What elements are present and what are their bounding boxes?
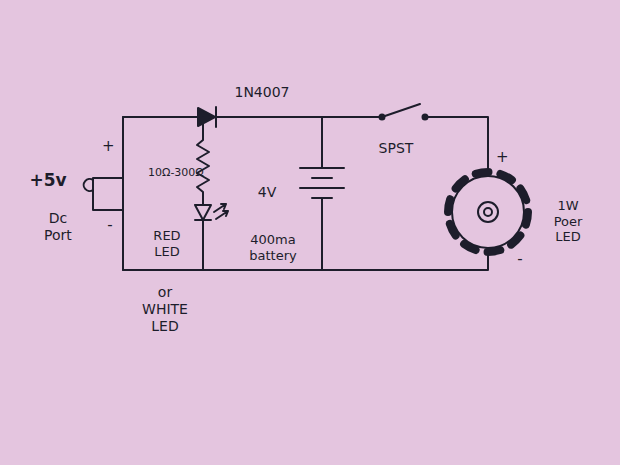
voltage-label: 4V — [252, 184, 282, 201]
led-symbol — [195, 205, 211, 220]
power-led-symbol — [484, 208, 492, 216]
part-name: RED LED — [143, 228, 191, 259]
part-number: 1N4007 — [222, 84, 302, 101]
switch-symbol — [382, 104, 420, 117]
power-led-symbol — [452, 176, 524, 248]
dc-port-symbol — [84, 179, 93, 191]
power-led-symbol — [448, 172, 528, 252]
part-name: or WHITE LED — [134, 284, 196, 334]
battery-symbol — [300, 117, 344, 270]
part-name: Dc Port — [34, 210, 82, 244]
polarity-sign: + — [102, 137, 114, 155]
power-led-symbol — [478, 202, 498, 222]
dc-port-symbol — [93, 178, 123, 210]
part-name: 400ma battery — [244, 232, 302, 263]
resistor-symbol — [197, 117, 209, 205]
polarity-sign: - — [104, 216, 116, 234]
diode-symbol — [215, 107, 217, 127]
wire — [425, 117, 488, 170]
wire — [123, 116, 380, 118]
voltage-label: +5v — [24, 170, 72, 190]
diode-symbol — [198, 108, 215, 126]
light-arrows — [214, 204, 228, 219]
polarity-sign: - — [514, 250, 526, 268]
resistor-value: 10Ω-300Ω — [148, 166, 192, 179]
polarity-sign: + — [496, 148, 508, 166]
part-name: SPST — [372, 140, 420, 157]
led-symbol — [195, 220, 211, 270]
part-name: 1W Poer LED — [544, 198, 592, 245]
